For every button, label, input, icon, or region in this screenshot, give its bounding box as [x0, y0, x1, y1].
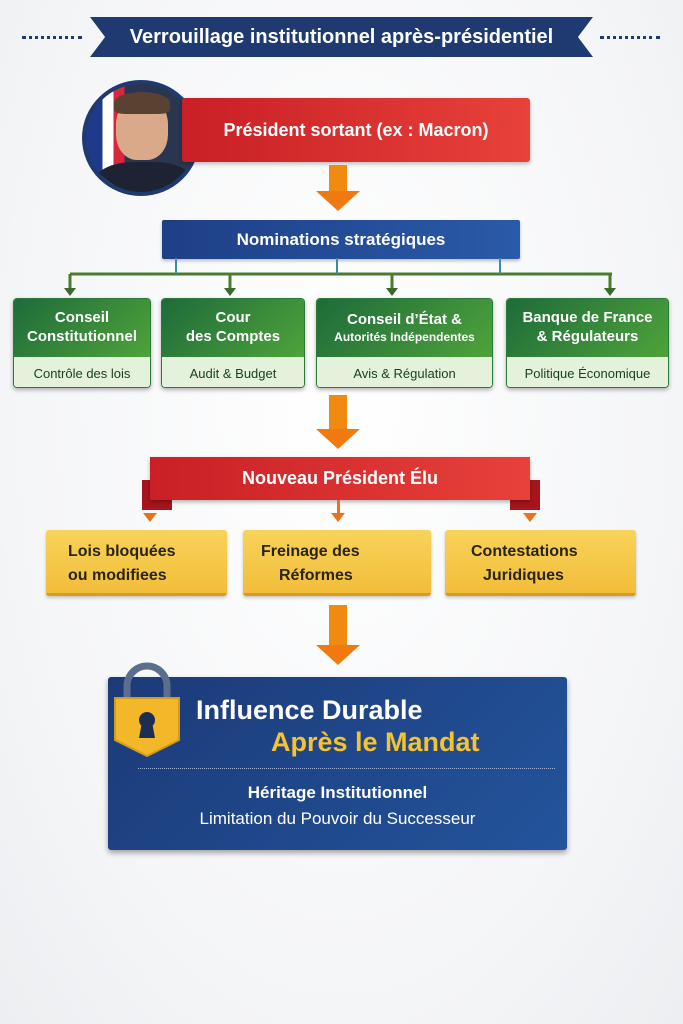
arrow-down-icon — [316, 165, 360, 211]
outcome-subtitle: Après le Mandat — [271, 727, 480, 757]
title-decoration-left — [22, 36, 82, 40]
institution-title: Banque de France — [522, 309, 653, 327]
effect-card: Lois bloquées ou modifiees — [46, 530, 227, 596]
title-decoration-right — [600, 36, 660, 40]
effect-text: Freinage des — [261, 543, 360, 560]
arrow-down-icon — [316, 395, 360, 449]
effect-text: Réformes — [279, 567, 353, 584]
institution-title: & Régulateurs — [536, 328, 639, 345]
outcome-line: Héritage Institutionnel — [247, 783, 428, 802]
outcome-title: Influence Durable — [196, 695, 423, 725]
effect-text: Juridiques — [483, 567, 564, 584]
effect-text: Contestations — [471, 543, 578, 560]
outcome-panel: Influence Durable Après le Mandat Hérita… — [108, 677, 567, 850]
effect-text: ou modifiees — [68, 567, 167, 584]
small-arrow-icon — [143, 513, 157, 522]
outcome-line: Limitation du Pouvoir du Successeur — [199, 809, 476, 828]
small-arrow-icon — [523, 513, 537, 522]
arrow-down-icon — [316, 605, 360, 665]
institution-title: des Comptes — [185, 328, 281, 345]
institution-role: Avis & Régulation — [317, 357, 492, 387]
institution-role: Politique Économique — [507, 357, 668, 387]
divider — [138, 768, 555, 769]
new-president-banner: Nouveau Président Élu — [150, 457, 530, 500]
institution-card: Banque de France& Régulateurs Politique … — [506, 298, 669, 388]
small-arrow-icon — [331, 513, 345, 522]
institution-title: Conseil d’État & — [346, 311, 462, 329]
nominations-box: Nominations stratégiques — [162, 220, 520, 259]
outgoing-president-box: Président sortant (ex : Macron) — [182, 98, 530, 162]
padlock-icon — [114, 662, 180, 758]
effect-text: Lois bloquées — [68, 543, 176, 560]
institution-card: Conseil d’État &Autorités Indépendentes … — [316, 298, 493, 388]
institution-title: Cour — [215, 309, 251, 327]
institution-role: Contrôle des lois — [14, 357, 150, 387]
connector-lines — [64, 258, 616, 296]
connector-line — [337, 500, 340, 513]
president-portrait — [82, 80, 200, 196]
institution-title: Constitutionnel — [27, 328, 137, 345]
institution-title: Autorités Indépendentes — [334, 329, 475, 344]
institution-title: Conseil — [54, 309, 110, 327]
institution-role: Audit & Budget — [162, 357, 304, 387]
page-title: Verrouillage institutionnel après-présid… — [90, 17, 593, 57]
